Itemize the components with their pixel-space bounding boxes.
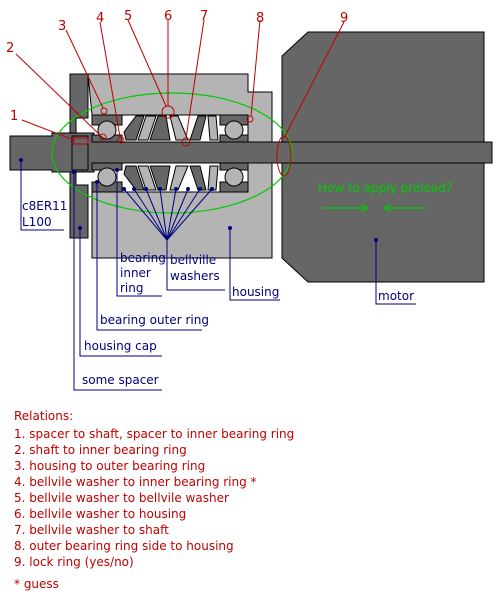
bearing-inner-ring-label-2: inner: [120, 266, 151, 280]
label-leaders: [20, 160, 416, 391]
bellville-washers-upper: [123, 115, 219, 141]
relations-footnote: * guess: [14, 577, 59, 591]
bellville-washers-lower: [123, 165, 219, 191]
preload-question: How to apply preload?: [318, 181, 452, 195]
callout-circles: [73, 105, 292, 177]
callout-number-5: 5: [124, 9, 132, 24]
shaft: [9, 132, 493, 173]
bearing-outer-ring-label: bearing outer ring: [100, 313, 209, 327]
bearing-inner-ring-label-3: ring: [120, 281, 144, 295]
callout-number-4: 4: [96, 11, 104, 26]
relations-title: Relations:: [14, 409, 73, 423]
bearing-ball-upper-left: [97, 120, 117, 140]
callout-number-8: 8: [256, 11, 264, 26]
bearing-ball-lower-right: [224, 167, 244, 187]
bearing-inner-ring-label-1: bearing: [120, 251, 166, 265]
callout-number-2: 2: [6, 41, 14, 56]
relation-item: 8. outer bearing ring side to housing: [14, 539, 234, 553]
callout-number-3: 3: [58, 19, 66, 34]
callout-number-7: 7: [200, 9, 208, 24]
bellville-label-2: washers: [170, 269, 220, 283]
housing: [87, 73, 273, 259]
relation-item: 7. bellvile washer to shaft: [14, 523, 169, 537]
callout-leaders: [15, 19, 345, 141]
callout-number-6: 6: [164, 9, 172, 24]
callout-number-1: 1: [10, 109, 18, 124]
relation-item: 9. lock ring (yes/no): [14, 555, 134, 569]
callout-number-9: 9: [340, 11, 348, 26]
preload-arrows: [322, 203, 426, 213]
bellville-label-1: bellville: [170, 253, 216, 267]
motor-label: motor: [378, 289, 414, 303]
relation-item: 3. housing to outer bearing ring: [14, 459, 205, 473]
bearing-ball-upper-right: [224, 120, 244, 140]
some-spacer-label: some spacer: [82, 373, 159, 387]
relation-item: 1. spacer to shaft, spacer to inner bear…: [14, 427, 294, 441]
shaft-tag-line1: c8ER11: [22, 199, 67, 213]
housing-cap-label: housing cap: [84, 339, 157, 353]
relations-list: Relations: 1. spacer to shaft, spacer to…: [14, 409, 294, 591]
relation-item: 6. bellvile washer to housing: [14, 507, 186, 521]
shaft-tag-line2: L100: [22, 215, 52, 229]
relation-item: 4. bellvile washer to inner bearing ring…: [14, 475, 257, 489]
relation-item: 2. shaft to inner bearing ring: [14, 443, 187, 457]
bearing-ball-lower-left: [97, 167, 117, 187]
label-leader-dots: [19, 158, 378, 242]
housing-label: housing: [232, 285, 279, 299]
relation-item: 5. bellvile washer to bellvile washer: [14, 491, 229, 505]
